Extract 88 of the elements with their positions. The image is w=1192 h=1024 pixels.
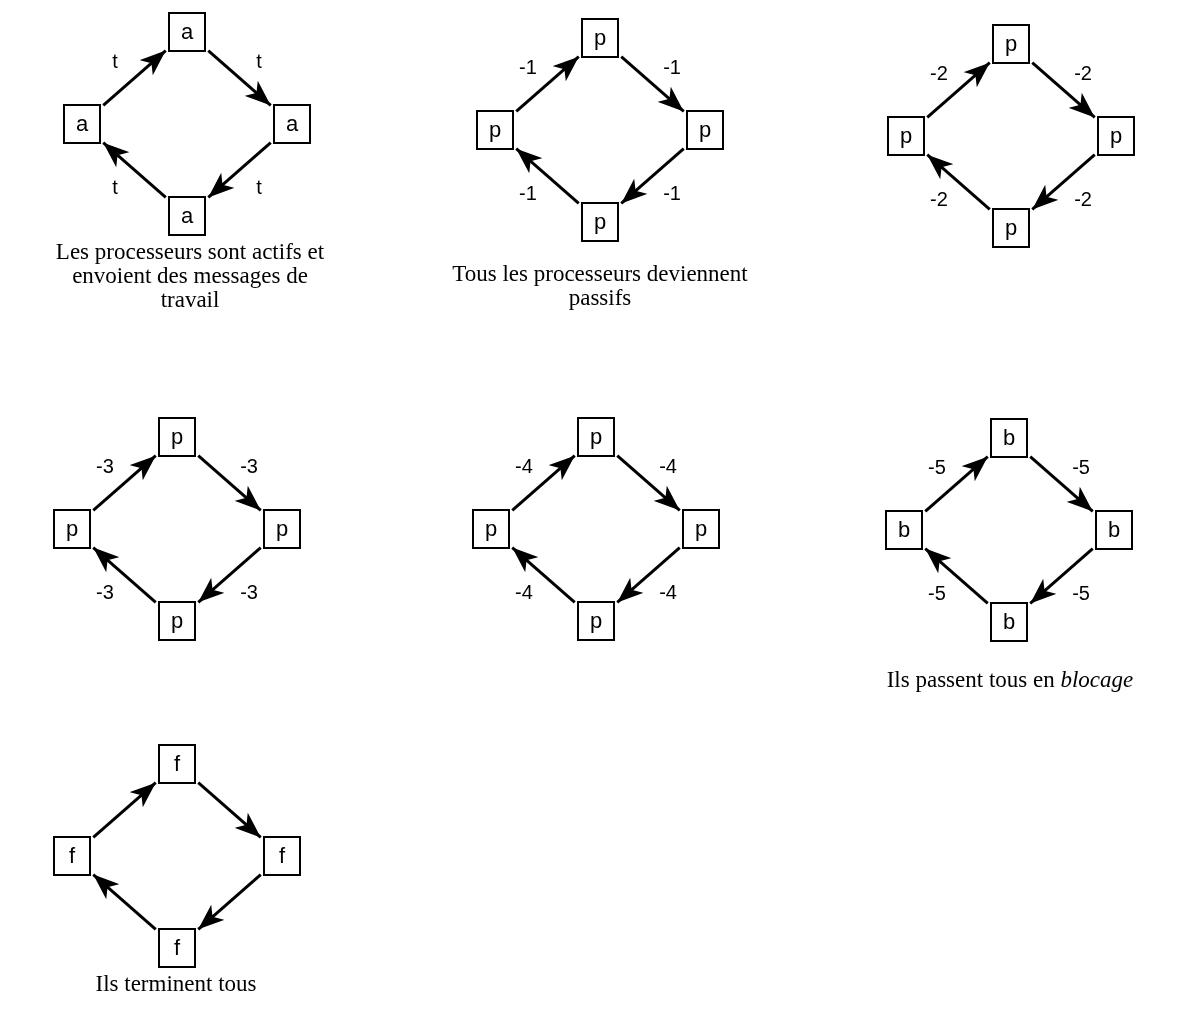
arrow (511, 454, 576, 512)
arrow (92, 546, 157, 604)
arrow (207, 49, 272, 107)
arrow (511, 546, 576, 604)
node-label: f (173, 935, 181, 961)
process-box (887, 116, 925, 156)
arrow (1029, 547, 1094, 605)
arrow (207, 141, 272, 199)
process-box (53, 836, 91, 876)
caption: Tous les processeurs deviennent passifs (451, 262, 749, 310)
node-label: f (278, 843, 286, 869)
node-label: p (589, 608, 603, 634)
process-box (158, 601, 196, 641)
arrow (515, 55, 580, 113)
node-label: p (593, 209, 607, 235)
arrow (620, 55, 685, 113)
arrow (92, 454, 157, 512)
process-box (990, 418, 1028, 458)
arrow (924, 455, 989, 513)
process-box (168, 12, 206, 52)
process-box (1095, 510, 1133, 550)
node-label: b (1002, 425, 1016, 451)
process-box (992, 24, 1030, 64)
process-box (577, 417, 615, 457)
process-box (885, 510, 923, 550)
process-box (990, 602, 1028, 642)
node-label: p (1109, 123, 1123, 149)
node-label: p (1004, 215, 1018, 241)
caption: Ils terminent tous (94, 972, 258, 996)
caption: Ils passent tous en blocage (885, 668, 1135, 692)
node-label: p (65, 516, 79, 542)
node-label: p (488, 117, 502, 143)
node-label: b (1002, 609, 1016, 635)
node-label: p (170, 424, 184, 450)
arrow (197, 546, 262, 604)
arrow (926, 153, 991, 211)
arrow (102, 49, 167, 107)
process-box (263, 509, 301, 549)
process-box (476, 110, 514, 150)
arrow (620, 147, 685, 205)
process-box (577, 601, 615, 641)
arrow (1031, 61, 1096, 119)
process-box (581, 202, 619, 242)
node-label: b (1107, 517, 1121, 543)
node-label: p (593, 25, 607, 51)
node-label: p (170, 608, 184, 634)
node-label: a (180, 203, 194, 229)
node-label: p (1004, 31, 1018, 57)
process-box (263, 836, 301, 876)
node-label: b (897, 517, 911, 543)
node-label: p (698, 117, 712, 143)
node-label: a (180, 19, 194, 45)
process-box (53, 509, 91, 549)
arrow (924, 547, 989, 605)
arrow (92, 781, 157, 839)
node-label: a (285, 111, 299, 137)
process-box (992, 208, 1030, 248)
arrow (616, 454, 681, 512)
arrow (197, 873, 262, 931)
process-box (63, 104, 101, 144)
process-box (158, 417, 196, 457)
arrow (616, 546, 681, 604)
process-box (686, 110, 724, 150)
process-box (472, 509, 510, 549)
arrow (926, 61, 991, 119)
node-label: p (275, 516, 289, 542)
node-label: a (75, 111, 89, 137)
arrow (515, 147, 580, 205)
node-label: f (173, 751, 181, 777)
node-label: f (68, 843, 76, 869)
process-box (158, 928, 196, 968)
arrow (1029, 455, 1094, 513)
process-box (158, 744, 196, 784)
process-box (581, 18, 619, 58)
caption: Les processeurs sont actifs et envoient des messages de travail (54, 240, 326, 312)
node-label: p (484, 516, 498, 542)
process-box (682, 509, 720, 549)
arrow (92, 873, 157, 931)
arrow (1031, 153, 1096, 211)
node-label: p (899, 123, 913, 149)
process-box (273, 104, 311, 144)
arrow (197, 454, 262, 512)
arrow (197, 781, 262, 839)
arrow (102, 141, 167, 199)
node-label: p (589, 424, 603, 450)
node-label: p (694, 516, 708, 542)
process-box (168, 196, 206, 236)
process-box (1097, 116, 1135, 156)
